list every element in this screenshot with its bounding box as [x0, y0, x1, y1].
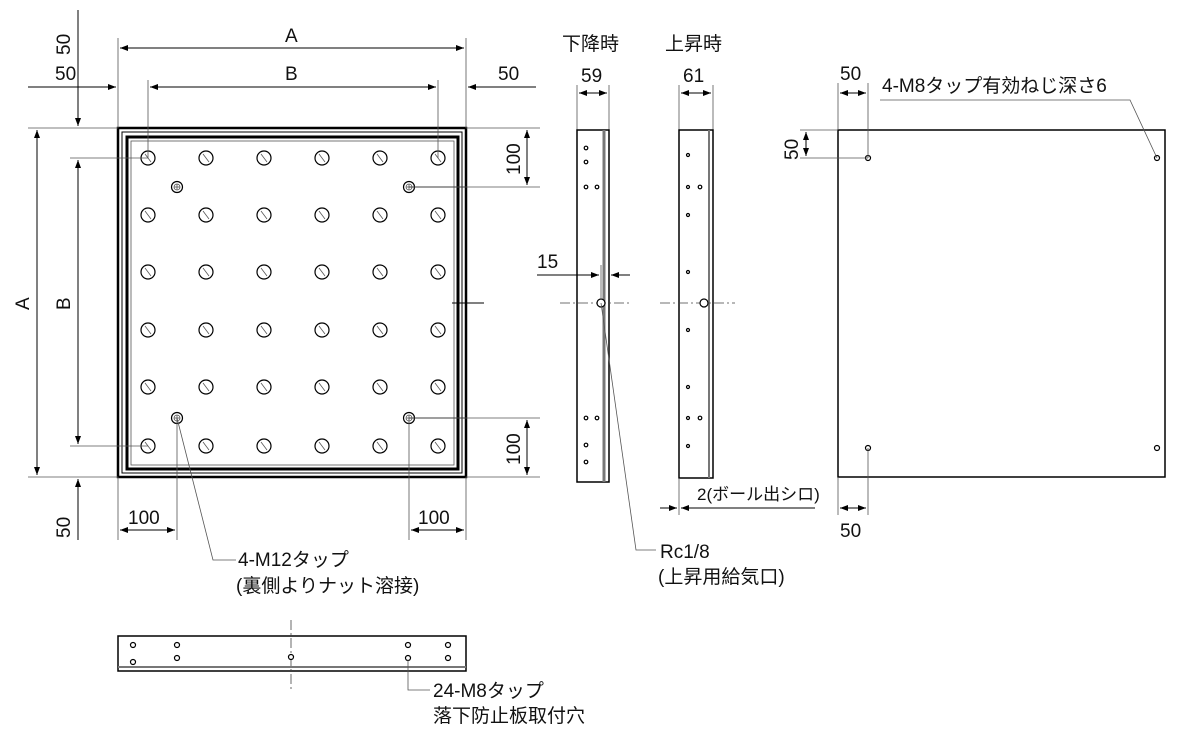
m8-tap-hole	[129, 658, 137, 666]
label-raised: 上昇時	[665, 33, 722, 55]
dim-b: B	[285, 64, 298, 85]
label-lowered: 下降時	[562, 33, 619, 55]
dim-50-bottom-back: 50	[840, 521, 861, 542]
m8-tap-hole	[129, 641, 137, 649]
dim-50-bottom-vertical: 50	[54, 517, 75, 538]
note-m8-24: 24-M8タップ	[433, 680, 544, 702]
m8-tap-hole	[173, 641, 181, 649]
dim-100-bottom-left: 100	[128, 508, 160, 529]
m8-tap-hole	[444, 641, 452, 649]
dim-50-right: 50	[498, 64, 519, 85]
m8-tap-hole	[173, 654, 181, 662]
m8-tap-hole	[444, 654, 452, 662]
dim-a-vertical: A	[13, 297, 34, 310]
m8-tap-hole	[287, 653, 295, 661]
ball-protrusion: 2(ボール出シロ)	[697, 485, 820, 504]
dim-100-upper: 100	[504, 143, 525, 175]
main-plan-view: A B 50 50 50 A B 50 100 100 100	[13, 10, 540, 597]
dim-59: 59	[581, 66, 602, 87]
bottom-side-view: 24-M8タップ 落下防止板取付穴	[117, 620, 585, 727]
dim-100-bottom-right: 100	[418, 508, 450, 529]
m8-tap-hole	[404, 654, 412, 662]
m8-tap-hole	[404, 641, 412, 649]
dim-15: 15	[537, 252, 558, 273]
note-nut-welded: (裏側よりナット溶接)	[236, 575, 419, 597]
dim-61: 61	[683, 66, 704, 87]
dim-a: A	[285, 26, 298, 47]
back-view: 50 4-M8タップ有効ねじ深さ6 50 50	[782, 64, 1166, 542]
side-views: 下降時 上昇時 59 61 15 Rc1/8 (上昇用給気口) 2(ボール出シロ…	[537, 33, 820, 588]
port-description: (上昇用給気口)	[658, 566, 785, 588]
dim-100-lower: 100	[504, 433, 525, 465]
note-fall-prevention: 落下防止板取付穴	[433, 705, 585, 727]
port-rc18: Rc1/8	[660, 542, 710, 563]
dim-50-top: 50	[840, 64, 861, 85]
ball-grid	[140, 150, 446, 454]
note-m12-tap: 4-M12タップ	[238, 549, 349, 571]
note-m8-tap-depth: 4-M8タップ有効ねじ深さ6	[882, 75, 1107, 97]
dim-50-left-back: 50	[782, 139, 803, 160]
dim-b-vertical: B	[54, 297, 75, 310]
dim-50-left: 50	[55, 64, 76, 85]
dim-50-top-vertical: 50	[54, 34, 75, 55]
